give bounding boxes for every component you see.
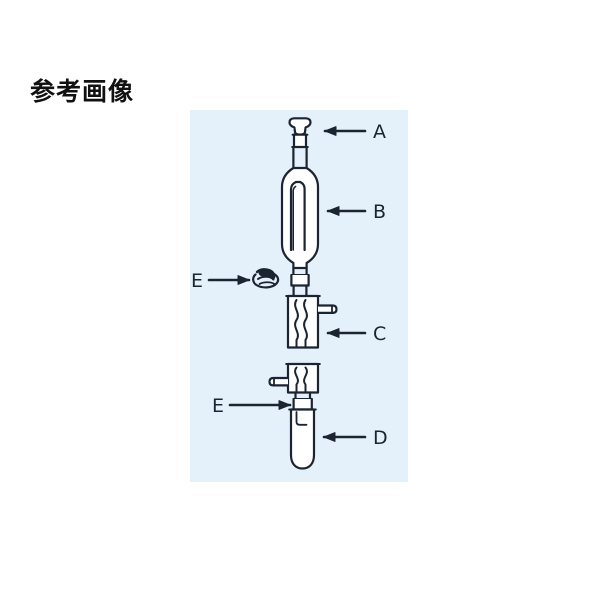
callout-label-d: D	[373, 427, 388, 449]
callout-label-c: C	[373, 323, 387, 345]
callout-label-e-lower: E	[212, 395, 225, 417]
callout-label-e-upper: E	[191, 270, 204, 292]
page-title: 参考画像	[30, 77, 135, 106]
callout-label-a: A	[373, 121, 386, 143]
callout-label-b: B	[373, 201, 387, 223]
